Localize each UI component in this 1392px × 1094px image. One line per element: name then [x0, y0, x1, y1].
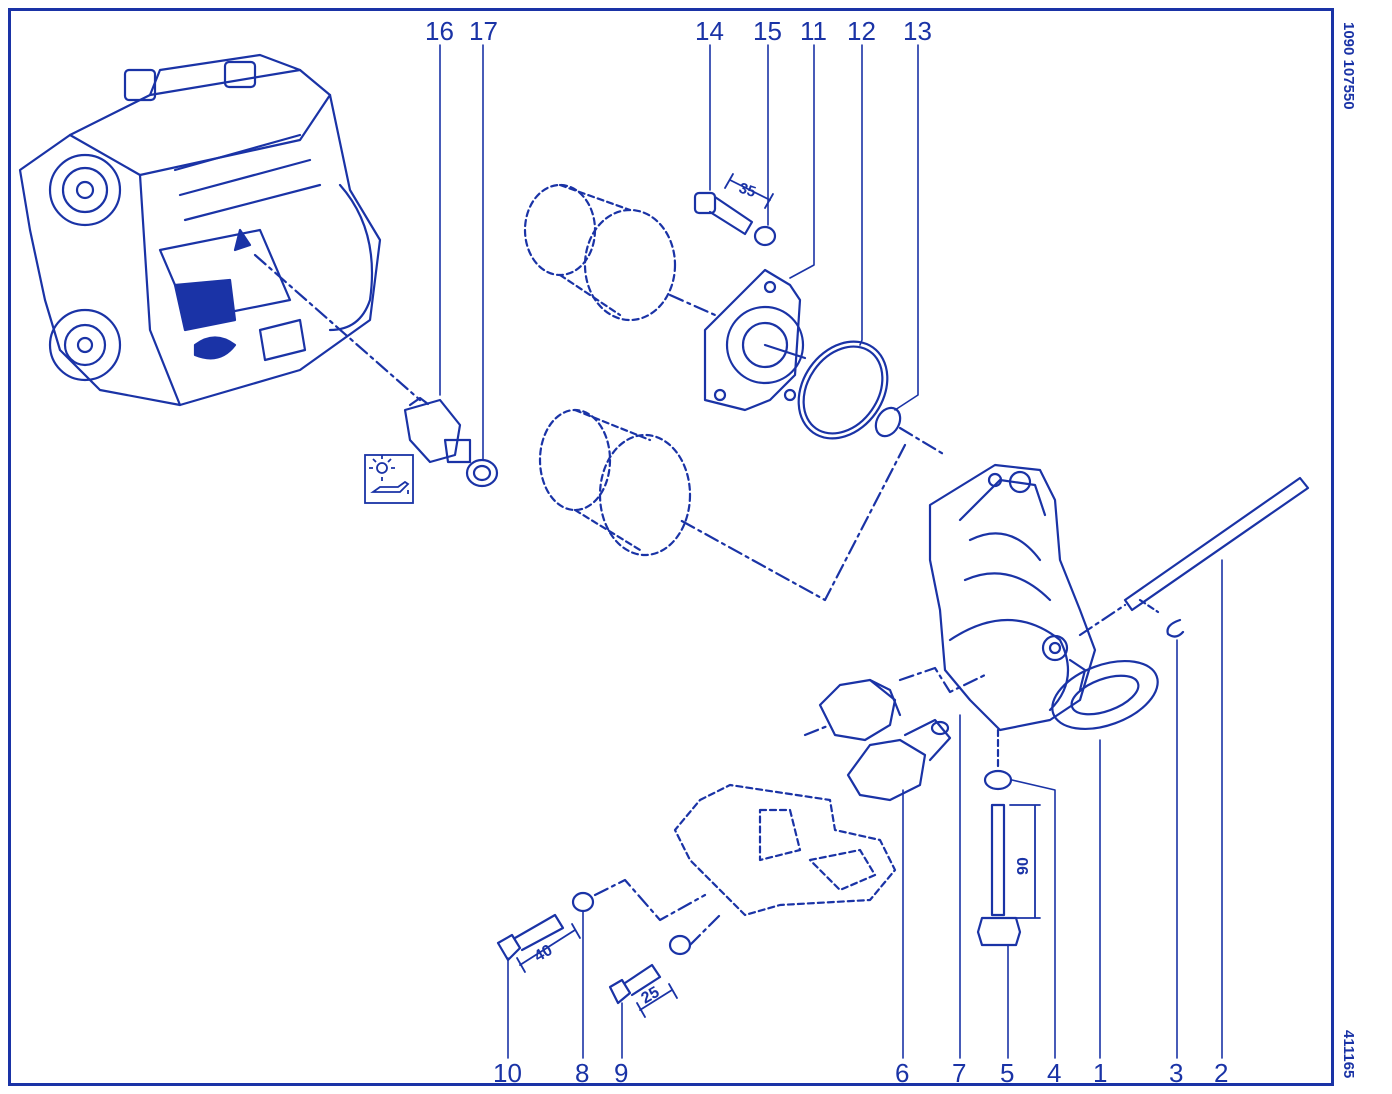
pump-drive-shaft	[1123, 476, 1310, 612]
oil-filter-phantom-lower	[538, 408, 692, 557]
callout-7: 7	[952, 1058, 967, 1088]
dimension-line-90	[1009, 804, 1041, 919]
pump-gear-6	[846, 718, 952, 802]
dimension-line-25	[636, 983, 678, 1018]
callout-17: 17	[469, 16, 498, 46]
callout-5: 5	[1000, 1058, 1015, 1088]
callout-2: 2	[1214, 1058, 1229, 1088]
dimension-40: 40	[532, 942, 556, 966]
circlip-3	[1166, 618, 1185, 638]
filter-mount-plate	[703, 268, 807, 412]
callout-8: 8	[575, 1058, 590, 1088]
callout-6: 6	[895, 1058, 910, 1088]
dimension-35: 35	[737, 180, 758, 201]
seal-13	[874, 406, 902, 438]
dimension-90: 90	[1015, 857, 1032, 875]
oil-filter-phantom-upper	[523, 183, 677, 322]
o-ring-12	[797, 340, 889, 440]
screw-10	[496, 913, 565, 962]
dimension-line-40	[516, 923, 581, 973]
oil-pump-body	[928, 463, 1159, 732]
callout-13: 13	[903, 16, 932, 46]
callout-14: 14	[695, 16, 724, 46]
dimension-line-35	[724, 173, 774, 209]
washer-4	[983, 769, 1013, 791]
oil-pressure-switch	[403, 396, 472, 464]
diagram-frame	[8, 8, 1334, 1086]
washer-8	[571, 891, 595, 913]
washer-15	[753, 225, 777, 247]
callout-1: 1	[1093, 1058, 1108, 1088]
reference-code-bottom: 411165	[1340, 1030, 1357, 1079]
callout-16: 16	[425, 16, 454, 46]
oil-pressure-warning-icon	[364, 454, 414, 504]
screw-9	[608, 963, 662, 1005]
callout-4: 4	[1047, 1058, 1062, 1088]
callout-15: 15	[753, 16, 782, 46]
callout-9: 9	[614, 1058, 629, 1088]
screw-14	[693, 191, 754, 236]
pump-gear-7	[818, 678, 902, 742]
dimension-25: 25	[639, 984, 663, 1008]
callout-3: 3	[1169, 1058, 1184, 1088]
callout-11: 11	[800, 16, 827, 46]
callout-10: 10	[493, 1058, 522, 1088]
pump-housing-phantom	[673, 783, 897, 917]
sealing-washer-17	[465, 458, 499, 488]
callout-12: 12	[847, 16, 876, 46]
engine-assembly	[18, 53, 382, 407]
washer-9	[668, 934, 692, 956]
reference-code-top: 1090 107550	[1340, 22, 1357, 110]
bolt-5	[976, 803, 1022, 947]
callout-leaders	[439, 44, 1223, 1059]
